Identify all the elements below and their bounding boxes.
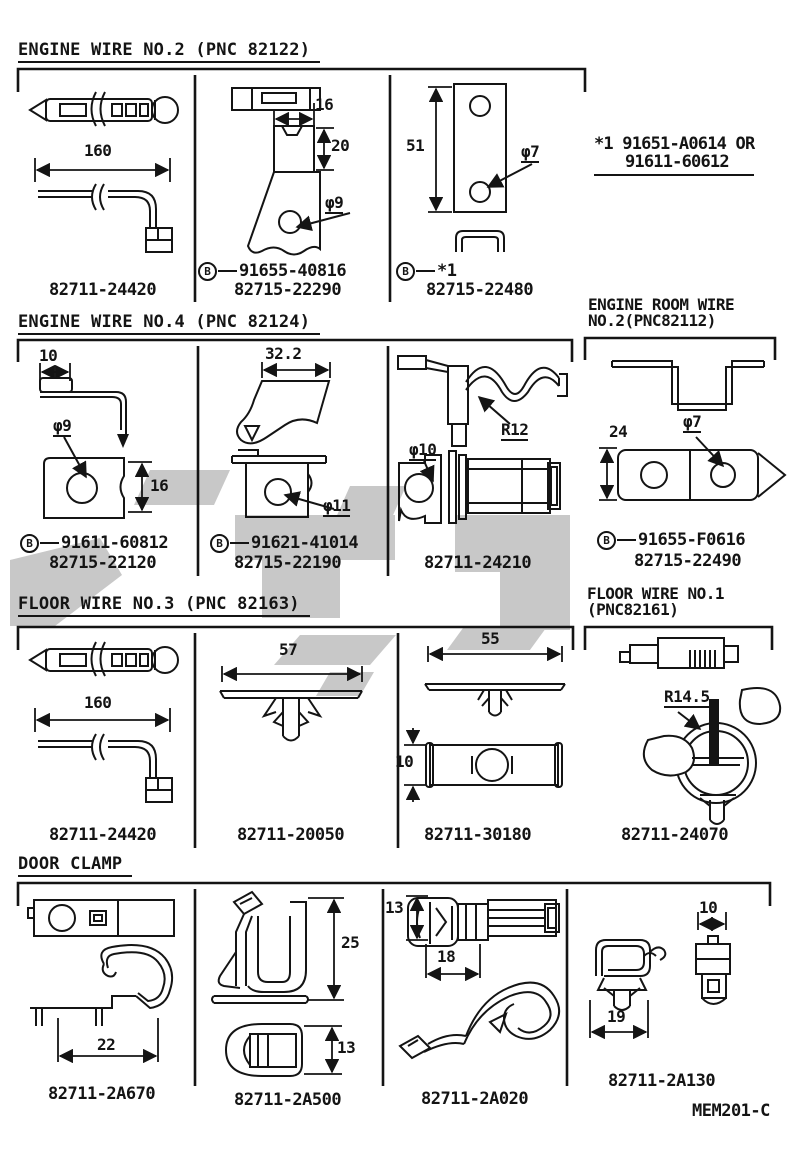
clamp-82711-2A500-drawing <box>211 890 344 1077</box>
part-number: 82711-2A020 <box>421 1089 529 1109</box>
dim-label: 51 <box>406 136 425 155</box>
dim-label: 16 <box>315 95 334 114</box>
dim-label: φ7 <box>521 142 540 163</box>
dim-label: 57 <box>279 640 298 659</box>
frame-lines <box>16 67 777 1086</box>
circled-b-icon: B <box>198 261 217 281</box>
plate-82715-22480-drawing <box>428 83 533 252</box>
clamp-82711-2A020-drawing <box>398 895 561 1060</box>
dim-label: 16 <box>150 476 169 495</box>
callout-leader-line <box>230 542 249 544</box>
part-number: 82711-2A670 <box>48 1084 156 1104</box>
dim-label: 19 <box>607 1007 626 1026</box>
section-title-engine-room-wire-line1: ENGINE ROOM WIRE <box>588 295 735 314</box>
circled-b-icon: B <box>20 533 39 553</box>
dim-label: φ9 <box>325 193 344 214</box>
bolt-callout: B 91655-F0616 <box>597 530 746 550</box>
callout-leader-line <box>617 539 636 541</box>
callout-part-number: 91655-40816 <box>239 261 347 281</box>
section-title-floor-wire-no3: FLOOR WIRE NO.3 (PNC 82163) <box>18 594 310 617</box>
callout-leader-line <box>416 270 435 272</box>
dim-label: 20 <box>331 136 350 155</box>
circled-b-icon: B <box>597 530 616 550</box>
callout-part-number: 91655-F0616 <box>638 530 746 550</box>
section-title-floor-wire-no1-line2: (PNC82161) <box>587 600 679 619</box>
section-title-engine-wire-no2: ENGINE WIRE NO.2 (PNC 82122) <box>18 40 321 63</box>
dim-label: 160 <box>84 141 112 160</box>
clamp-82711-30180-drawing <box>404 646 566 802</box>
part-number: 82711-2A130 <box>608 1071 716 1091</box>
part-number: 82715-22190 <box>234 553 342 573</box>
part-number: 82711-2A500 <box>234 1090 342 1110</box>
part-number: 82711-24420 <box>49 825 157 845</box>
section-title-engine-wire-no4: ENGINE WIRE NO.4 (PNC 82124) <box>18 312 321 335</box>
drawing-code: MEM201-C <box>692 1101 770 1121</box>
bracket-82715-22120-drawing <box>39 363 152 519</box>
substitute-part-note: *1 91651-A0614 OR 91611-60612 <box>594 134 755 176</box>
cable-tie-drawing <box>28 91 179 253</box>
bolt-callout: B 91655-40816 <box>198 261 347 281</box>
section-title-engine-room-wire-line2: NO.2(PNC82112) <box>588 311 716 330</box>
dim-label: R12 <box>501 420 529 441</box>
dim-label: φ10 <box>409 440 437 461</box>
dim-label: 25 <box>341 933 360 952</box>
part-number: 82715-22120 <box>49 553 157 573</box>
dim-label: 32.2 <box>265 344 302 363</box>
callout-part-number: 91611-60812 <box>61 533 169 553</box>
dim-label: 10 <box>395 752 414 771</box>
bolt-callout: B 91621-41014 <box>210 533 359 553</box>
section-title-door-clamp: DOOR CLAMP <box>18 854 133 877</box>
callout-leader-line <box>40 542 59 544</box>
dim-label: 55 <box>481 629 500 648</box>
part-number: 82711-24070 <box>621 825 729 845</box>
dim-label: 10 <box>39 346 58 365</box>
note-line1: *1 91651-A0614 OR <box>594 134 755 154</box>
part-number: 82715-22290 <box>234 280 342 300</box>
dim-label: 160 <box>84 693 112 712</box>
part-number: 82711-24210 <box>424 553 532 573</box>
dim-label: 10 <box>699 898 718 917</box>
part-number: 82715-22480 <box>426 280 534 300</box>
note-line2: 91611-60612 <box>625 152 730 172</box>
dim-label: φ9 <box>53 416 72 437</box>
dim-label: φ7 <box>683 412 702 433</box>
bolt-callout: B *1 <box>396 261 457 281</box>
part-number: 82711-20050 <box>237 825 345 845</box>
dim-label: R14.5 <box>664 687 710 708</box>
callout-leader-line <box>218 270 237 272</box>
bracket-82715-22190-drawing <box>231 362 335 518</box>
dim-label: 13 <box>385 898 404 917</box>
dim-label: 13 <box>337 1038 356 1057</box>
circled-b-icon: B <box>396 261 415 281</box>
clip-82711-20050-drawing <box>219 666 363 742</box>
callout-ref: *1 <box>437 261 457 281</box>
part-number: 82711-30180 <box>424 825 532 845</box>
callout-part-number: 91621-41014 <box>251 533 359 553</box>
dim-label: φ11 <box>323 496 351 517</box>
clamp-82711-24070-drawing <box>619 637 782 825</box>
part-number: 82715-22490 <box>634 551 742 571</box>
bolt-callout: B 91611-60812 <box>20 533 169 553</box>
part-number: 82711-24420 <box>49 280 157 300</box>
dim-label: 24 <box>609 422 628 441</box>
dim-label: 22 <box>97 1035 116 1054</box>
watermark <box>10 470 570 696</box>
circled-b-icon: B <box>210 533 229 553</box>
dim-label: 18 <box>437 947 456 966</box>
section-title-floor-wire-no1-line1: FLOOR WIRE NO.1 <box>587 584 725 603</box>
